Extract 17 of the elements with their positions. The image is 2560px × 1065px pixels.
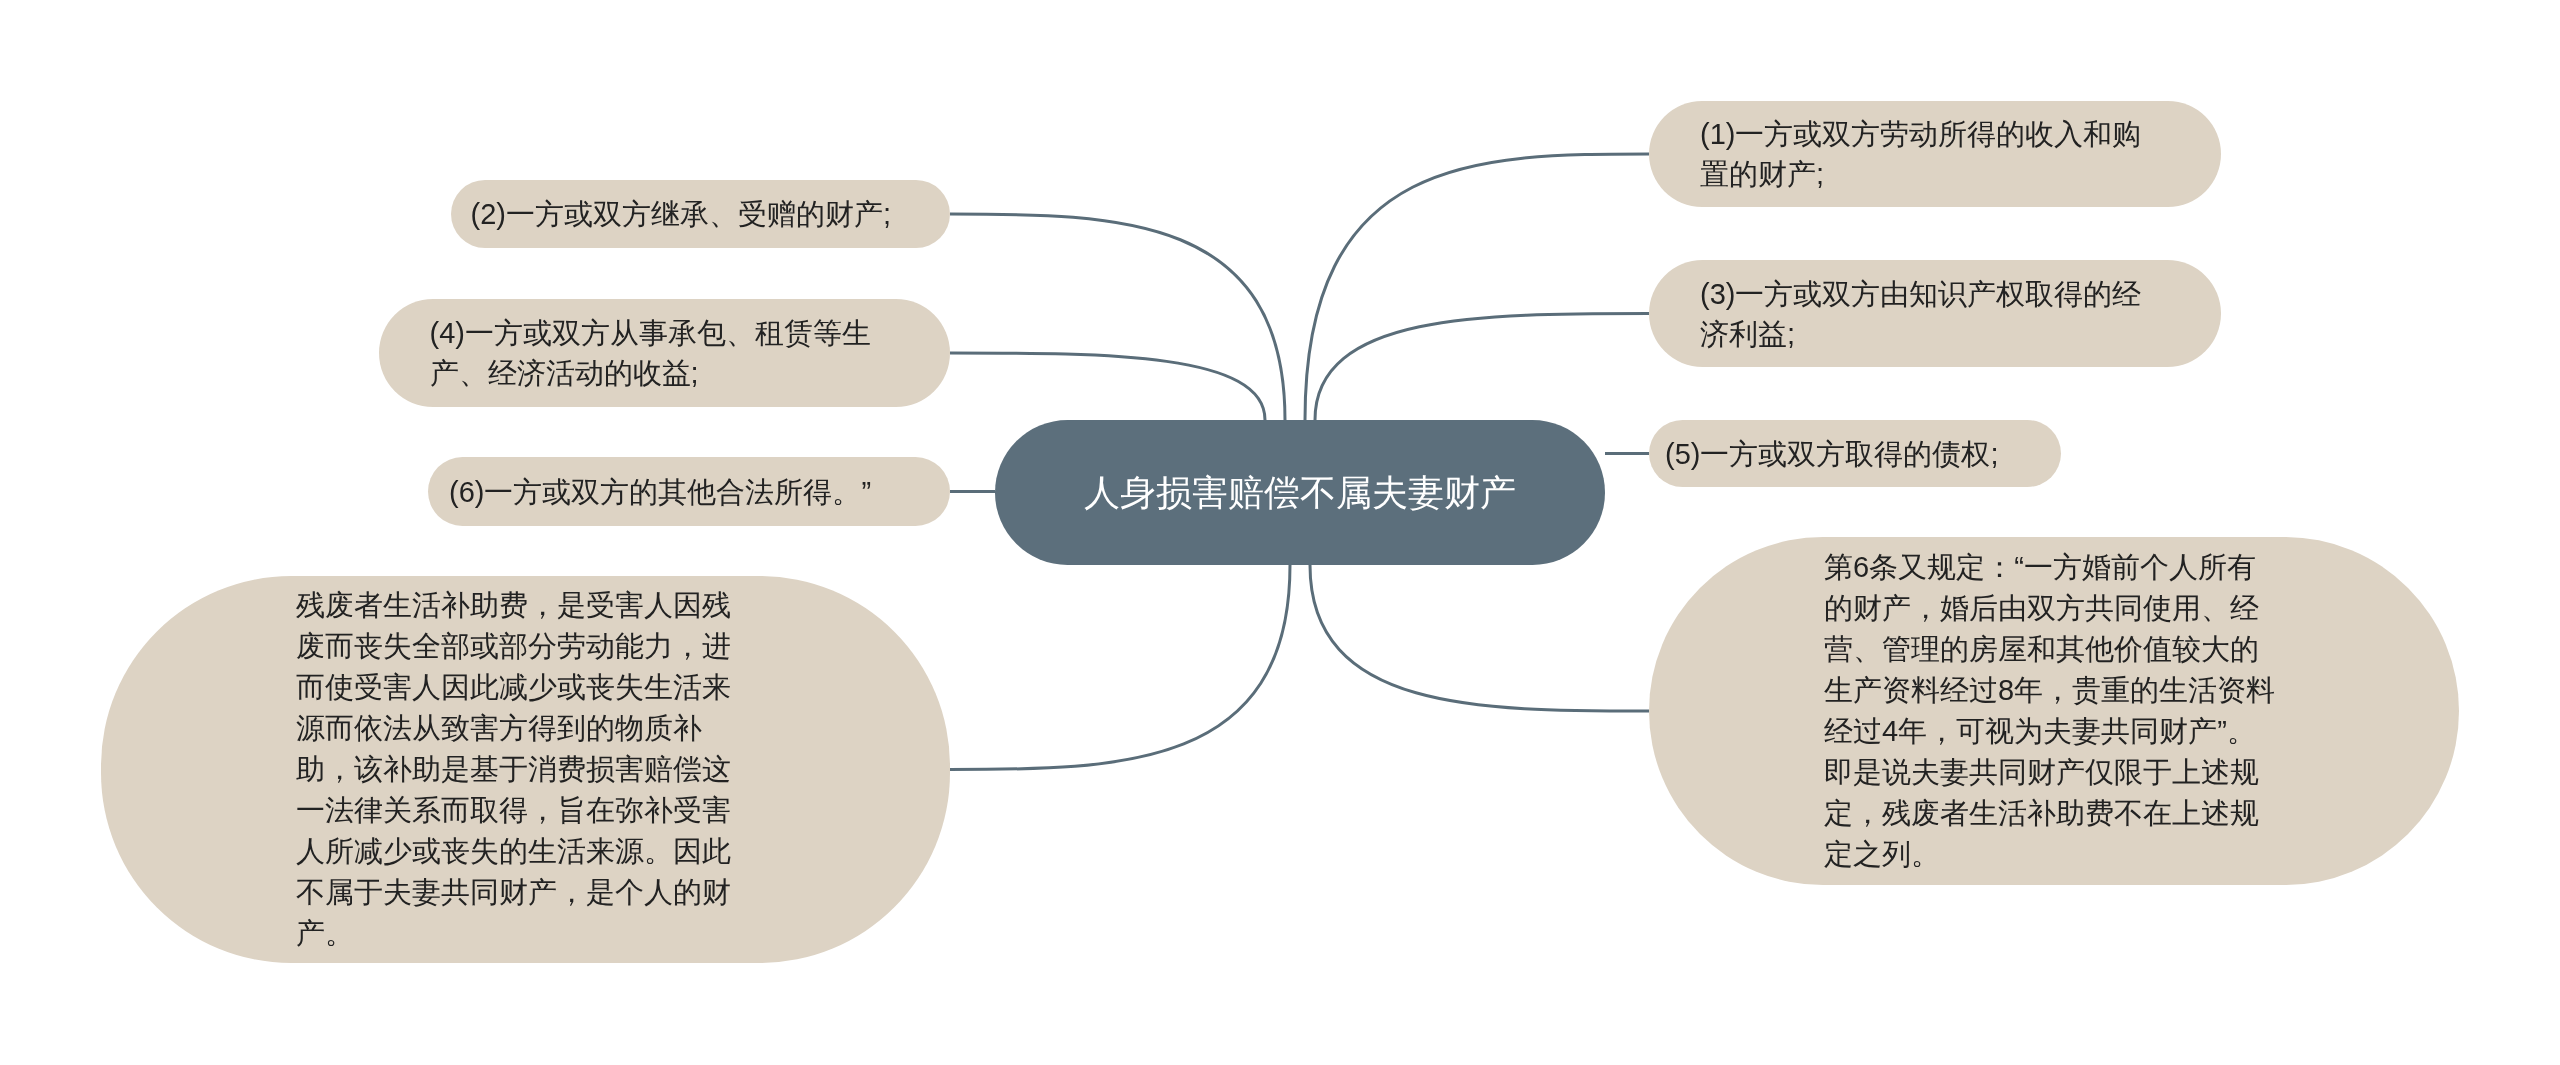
- connector-line: [1303, 152, 1649, 421]
- connector-line: [950, 351, 1267, 421]
- connector-line: [1605, 452, 1649, 455]
- topic-text: 人身损害赔偿不属夫妻财产: [1083, 470, 1517, 515]
- connector-line: [1308, 564, 1649, 713]
- connector-line: [1313, 312, 1649, 421]
- topic-text: 第6条又规定：“一方婚前个人所有的财产，婚后由双方共同使用、经营、管理的房屋和其他价值较大的生产资料经过8年，贵重的生活资料经过4年，可视为夫妻共同财产”。即是说夫妻共同财产仅限于上述规定，残废者生活补助费不在上述规定之列。: [1824, 550, 2277, 872]
- topic-text: (5)一方或双方取得的债权;: [1665, 436, 2000, 472]
- topic-text: (1)一方或双方劳动所得的收入和购置的财产;: [1700, 117, 2143, 192]
- connector-line: [950, 564, 1292, 771]
- topic-text: (4)一方或双方从事承包、租赁等生产、经济活动的收益;: [429, 316, 872, 391]
- topic-text: (6)一方或双方的其他合法所得。”: [449, 474, 873, 510]
- topic-text: 残废者生活补助费，是受害人因残废而丧失全部或部分劳动能力，进而使受害人因此减少或丧失生活来源而依法从致害方得到的物质补助，该补助是基于消费损害赔偿这一法律关系而取得，旨在弥补受害人所减少或丧失的生活来源。因此不属于夫妻共同财产，是个人的财产。: [295, 588, 732, 951]
- topic-text: (3)一方或双方由知识产权取得的经济利益;: [1700, 276, 2143, 352]
- topic-text: (2)一方或双方继承、受赠的财产;: [470, 197, 892, 232]
- connector-line: [950, 490, 995, 493]
- connector-line: [950, 212, 1287, 421]
